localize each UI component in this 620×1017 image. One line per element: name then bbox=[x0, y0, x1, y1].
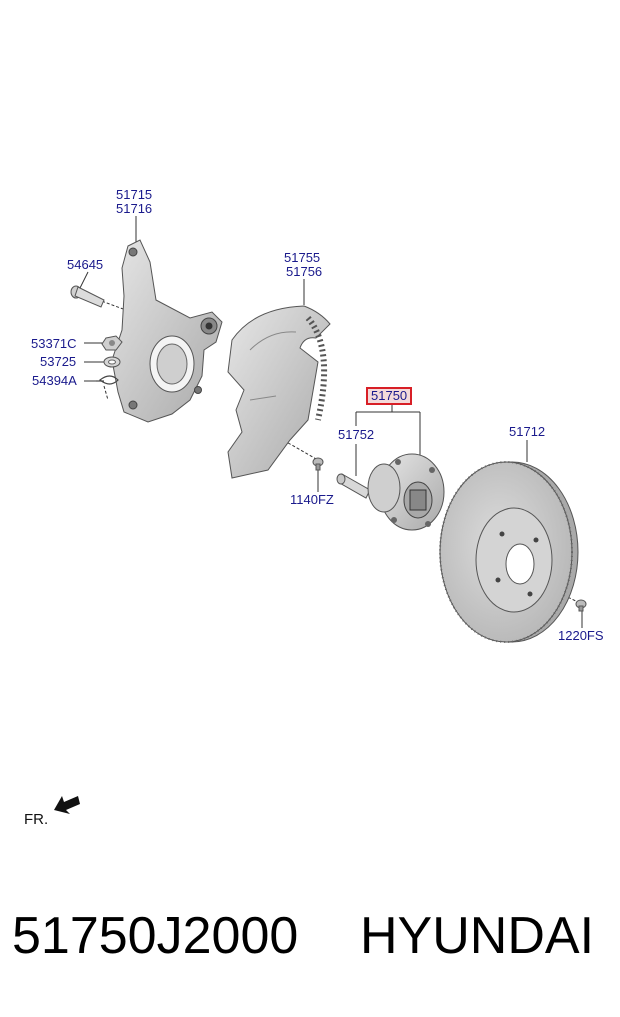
label-51712[interactable]: 51712 bbox=[509, 424, 546, 439]
brake-disc-51712 bbox=[439, 461, 579, 643]
dust-shield bbox=[227, 305, 331, 479]
washer-53725 bbox=[103, 356, 121, 368]
clip-54394a bbox=[96, 375, 119, 385]
label-54394a[interactable]: 54394A bbox=[32, 373, 77, 388]
part-number: 51750J2000 bbox=[12, 907, 299, 965]
label-51755[interactable]: 51755 bbox=[284, 250, 321, 265]
label-51752[interactable]: 51752 bbox=[338, 427, 375, 442]
hub-assembly-51750 bbox=[367, 453, 445, 531]
label-1140fz[interactable]: 1140FZ bbox=[290, 492, 334, 507]
screw-1140fz bbox=[312, 457, 324, 471]
label-53725[interactable]: 53725 bbox=[40, 354, 77, 369]
label-53371c[interactable]: 53371C bbox=[31, 336, 77, 351]
hub-bolt-51752 bbox=[336, 473, 371, 499]
label-51750-highlighted[interactable]: 51750 bbox=[366, 387, 413, 405]
label-51716[interactable]: 51716 bbox=[116, 201, 153, 216]
brand-name: HYUNDAI bbox=[360, 907, 595, 965]
screw-1220fs bbox=[575, 599, 587, 612]
front-arrow-icon bbox=[54, 796, 80, 814]
nut-53371c bbox=[101, 335, 123, 351]
exploded-parts-diagram bbox=[54, 216, 587, 814]
front-marker: FR. bbox=[24, 811, 49, 828]
label-51715[interactable]: 51715 bbox=[116, 187, 153, 202]
steering-knuckle bbox=[111, 239, 223, 423]
label-54645[interactable]: 54645 bbox=[67, 257, 104, 272]
label-51756[interactable]: 51756 bbox=[286, 264, 323, 279]
label-1220fs[interactable]: 1220FS bbox=[558, 628, 604, 643]
bolt-54645 bbox=[70, 285, 105, 308]
